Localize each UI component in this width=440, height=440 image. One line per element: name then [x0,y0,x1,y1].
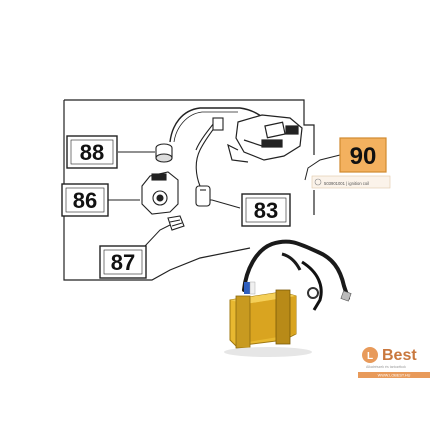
brand-name: Best [382,347,417,364]
switch-part-86 [141,171,179,215]
callout-90-label: 90 [350,143,377,170]
screw-part-87 [167,215,185,231]
callout-83-label: 83 [254,198,278,223]
callout-87[interactable]: 87 [99,245,147,279]
part-tooltip-text: 503901001 | ignition coil [324,181,369,186]
brand-logo: L Best Alkatrészek és tartozékok WWW.LOB… [358,347,430,378]
wire-connector-drawing [195,117,224,207]
brand-mark-icon [362,347,378,363]
brand-url[interactable]: WWW.LOBEST.HU [378,374,411,378]
callout-83[interactable]: 83 [241,193,291,227]
info-icon [314,178,322,186]
callout-90-highlighted[interactable]: 90 [339,137,387,173]
grommet-part-88 [155,143,173,163]
callout-88[interactable]: 88 [66,135,118,169]
part-tooltip: 503901001 | ignition coil [311,175,391,189]
diagram-frame [63,99,315,281]
leader-lines [108,151,341,247]
svg-text:L: L [367,351,373,362]
callout-86[interactable]: 86 [61,183,109,217]
ignition-coil-photo [224,239,352,357]
callout-87-label: 87 [111,250,135,275]
brand-tagline: Alkatrészek és tartozékok [366,365,406,369]
callout-86-label: 86 [73,188,97,213]
brand-url-bar [358,372,430,378]
wire-top-inner [173,111,238,143]
callout-88-label: 88 [80,140,104,165]
ignition-module-drawing [227,114,303,163]
